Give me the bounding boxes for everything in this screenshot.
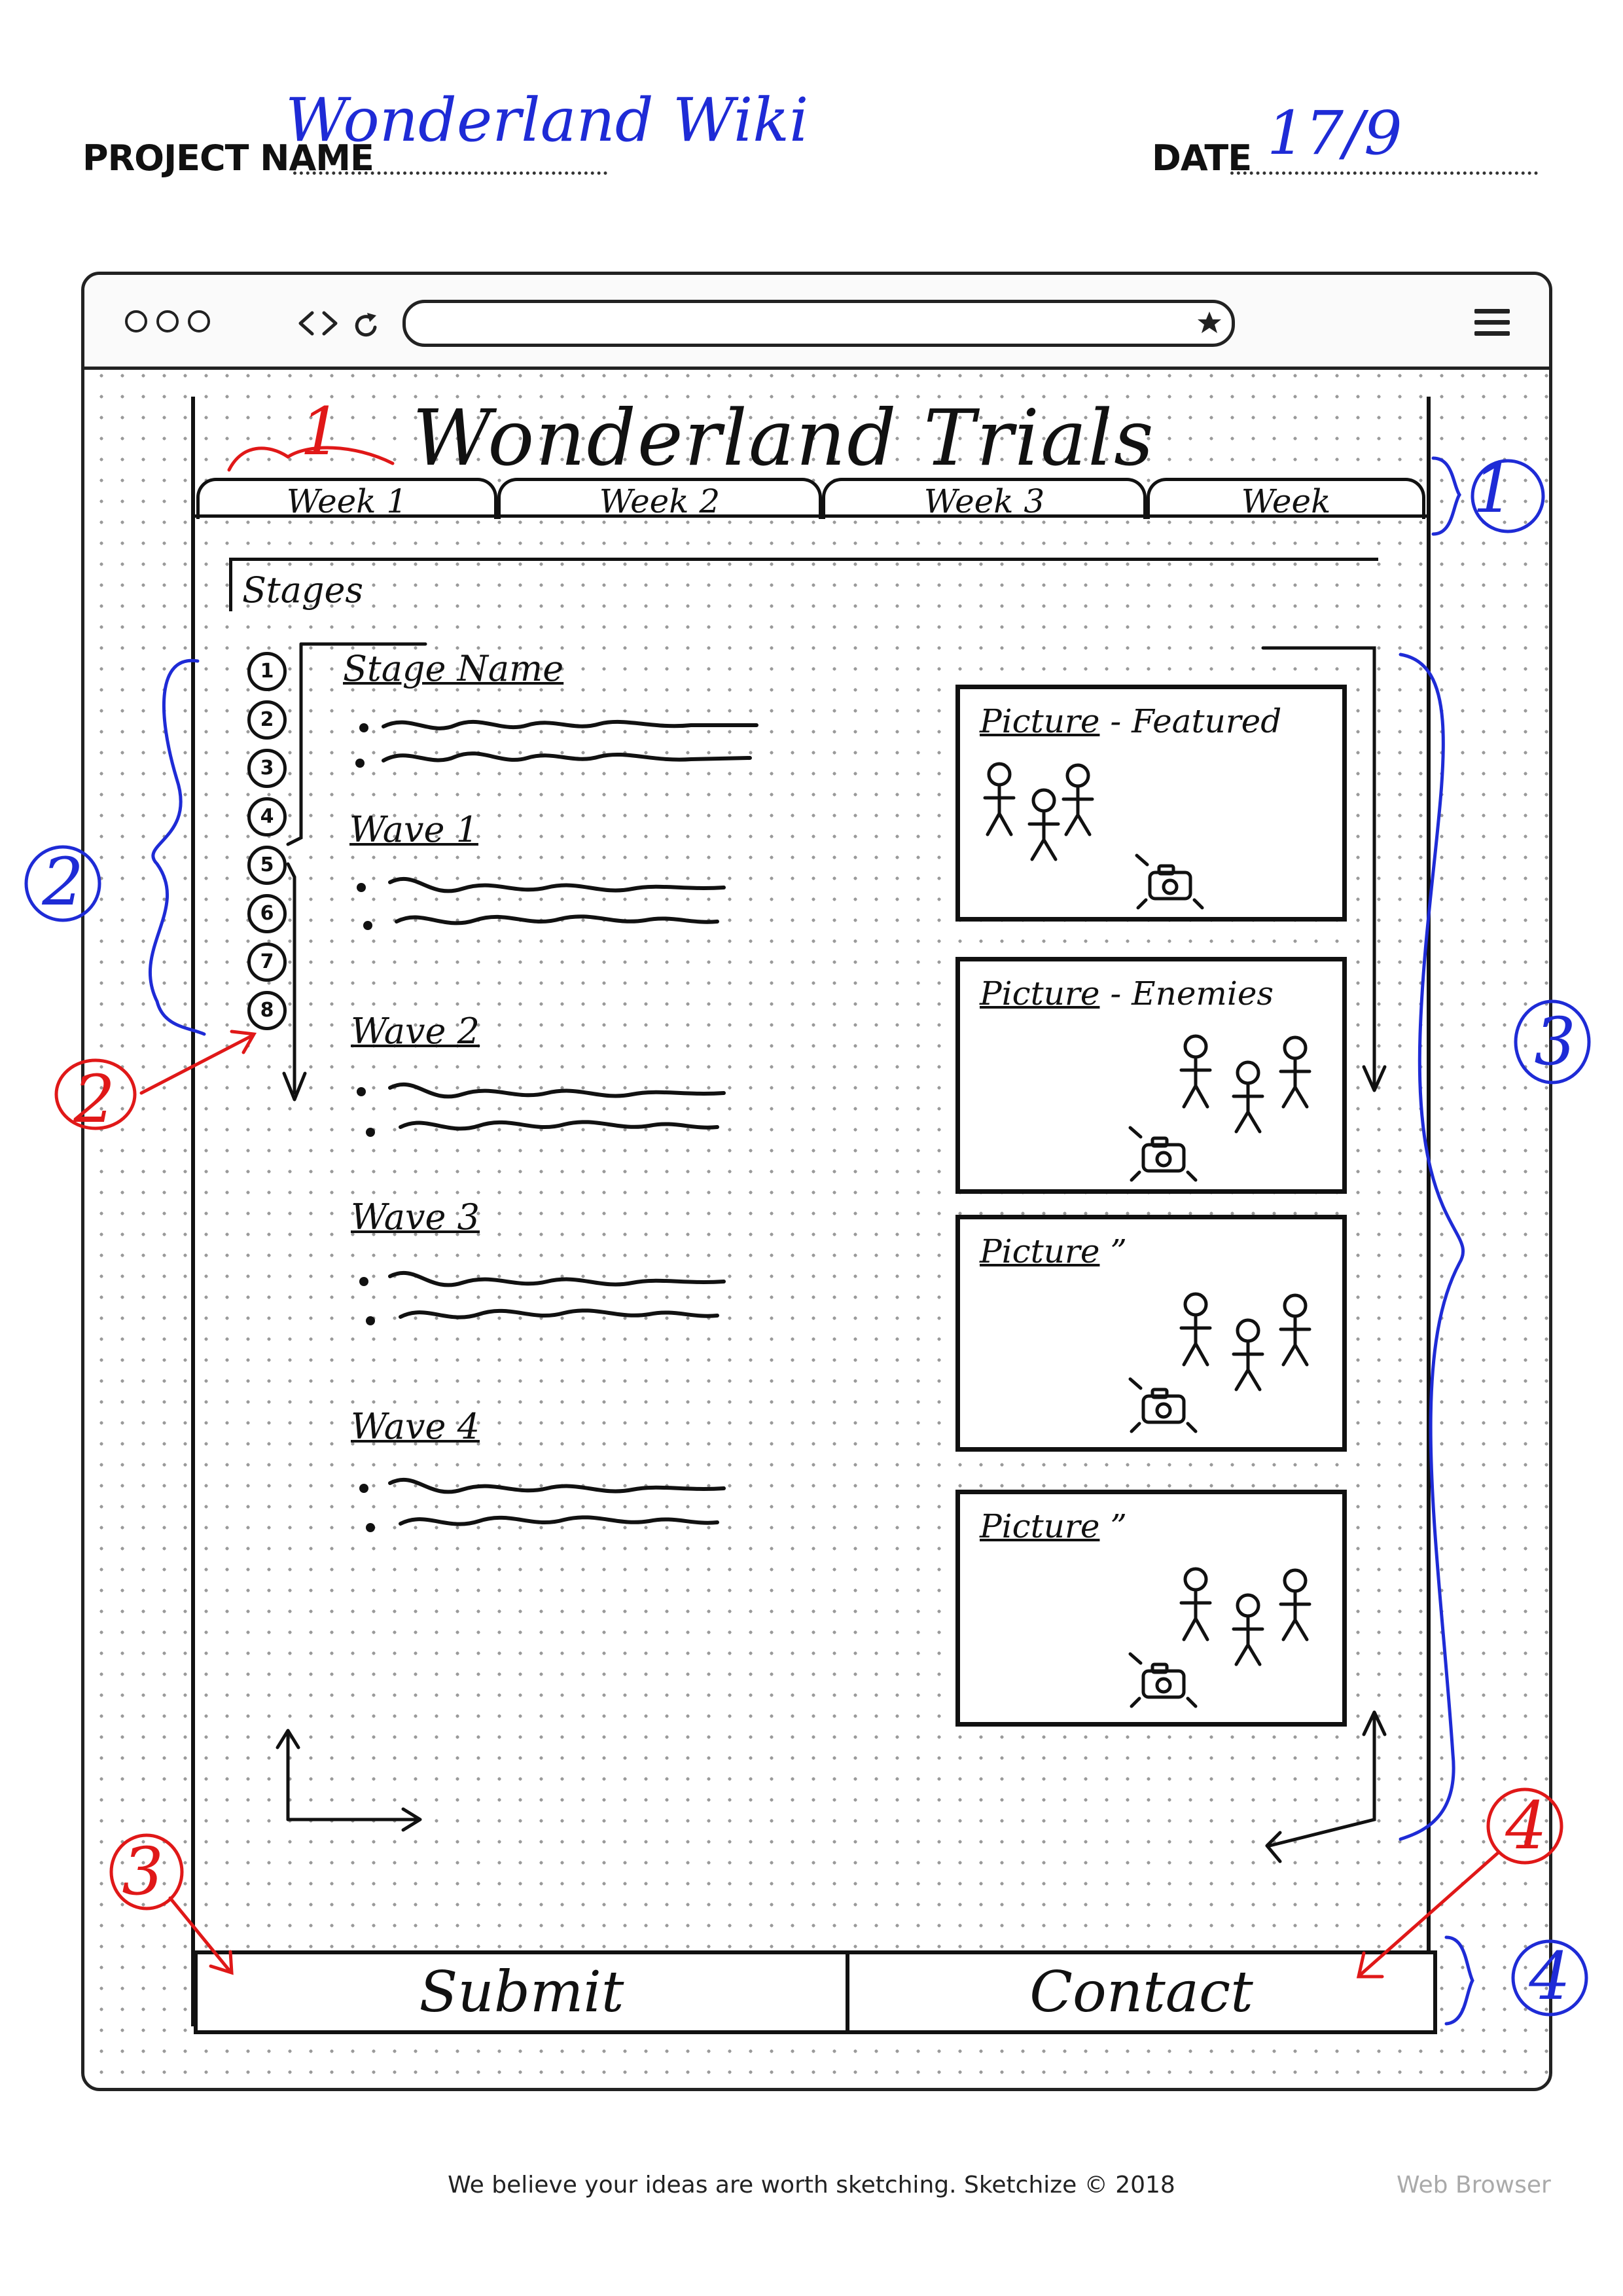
forward-icon[interactable] [322, 311, 338, 336]
annotation-red-4-arrow [1356, 1787, 1563, 1979]
scroll-corner-arrows-icon [276, 1729, 422, 1832]
page-title: Wonderland Trials [412, 393, 1155, 483]
date-line [1230, 171, 1538, 175]
annotation-blue-4-brace [1444, 1935, 1588, 2026]
date-value: 17/9 [1267, 98, 1402, 168]
star-icon[interactable] [1196, 310, 1222, 336]
picture-label-suffix: - Enemies [1110, 975, 1274, 1013]
stages-rule-tick [229, 558, 232, 611]
stage-number[interactable]: 4 [247, 797, 287, 836]
reload-icon[interactable] [355, 313, 377, 337]
picture-label-suffix: ” [1110, 1232, 1127, 1270]
browser-nav-icons [298, 311, 377, 337]
content-right-border [1427, 397, 1431, 2026]
stage-scroll-indicator [282, 642, 427, 1102]
stick-figures-group [1179, 1292, 1311, 1391]
stage-number[interactable]: 1 [247, 652, 287, 691]
back-icon[interactable] [298, 311, 314, 336]
submit-button[interactable]: Submit [419, 1960, 624, 2025]
wave-heading: Wave 4 [351, 1406, 480, 1447]
annotation-blue-4: 4 [1529, 1938, 1571, 2015]
annotation-red-4: 4 [1505, 1787, 1547, 1864]
stage-name-heading: Stage Name [343, 648, 564, 689]
picture-enemies[interactable]: Picture - Enemies [955, 957, 1347, 1194]
annotation-blue-2-brace [24, 658, 206, 1036]
annotation-red-2-arrow [54, 1030, 257, 1130]
picture-label: Picture - Enemies [980, 975, 1274, 1013]
hamburger-menu-icon[interactable] [1474, 309, 1510, 336]
annotation-red-3-arrow [109, 1833, 234, 1975]
address-bar[interactable] [402, 300, 1235, 347]
project-name-line [293, 171, 607, 175]
wave-heading: Wave 2 [351, 1011, 480, 1052]
footer-template-name: Web Browser [1397, 2172, 1551, 2198]
project-name-value: Wonderland Wiki [285, 85, 809, 155]
camera-icon [1128, 1377, 1198, 1433]
picture-featured[interactable]: Picture - Featured [955, 685, 1347, 922]
annotation-blue-2: 2 [42, 844, 84, 920]
footer-tagline: We believe your ideas are worth sketchin… [448, 2172, 1175, 2198]
picture-scroll-indicator [1261, 646, 1387, 1863]
window-dot-icon[interactable] [125, 310, 147, 332]
tab-week-3[interactable]: Week 3 [822, 478, 1147, 519]
camera-icon [1135, 853, 1204, 910]
wave-description-placeholder [359, 1477, 726, 1532]
picture-3[interactable]: Picture ” [955, 1215, 1347, 1452]
stage-number[interactable]: 2 [247, 700, 287, 740]
picture-label-suffix: ” [1110, 1507, 1127, 1545]
stick-figures-group [1179, 1034, 1311, 1134]
stage-number[interactable]: 7 [247, 942, 287, 982]
camera-icon [1128, 1126, 1198, 1182]
stage-number[interactable]: 5 [247, 846, 287, 885]
contact-button[interactable]: Contact [1029, 1960, 1253, 2025]
picture-label: Picture - Featured [980, 702, 1281, 740]
wave-description-placeholder [357, 1082, 726, 1137]
annotation-blue-3-brace [1399, 653, 1591, 1841]
annotation-red-1-brace [227, 446, 395, 472]
tab-bar-baseline [195, 514, 1427, 518]
camera-icon [1128, 1652, 1198, 1708]
tab-week-1[interactable]: Week 1 [196, 478, 497, 519]
tab-week-2[interactable]: Week 2 [497, 478, 822, 519]
annotation-blue-3: 3 [1534, 1003, 1576, 1080]
annotation-red-3: 3 [122, 1833, 164, 1910]
window-dot-icon[interactable] [156, 310, 179, 332]
wave-description-placeholder [357, 876, 726, 930]
window-dot-icon[interactable] [188, 310, 210, 332]
annotation-red-1: 1 [300, 393, 342, 470]
stick-figures-group [983, 762, 1094, 861]
bottom-button-bar: Submit Contact [194, 1950, 1437, 2034]
stage-number[interactable]: 8 [247, 991, 287, 1030]
stick-figures-group [1179, 1567, 1311, 1666]
button-divider [846, 1954, 849, 2030]
stages-rule [229, 558, 1378, 561]
wave-heading: Wave 1 [349, 809, 478, 850]
picture-label-suffix: - Featured [1110, 702, 1282, 740]
wave-description-placeholder [359, 1270, 726, 1325]
picture-4[interactable]: Picture ” [955, 1490, 1347, 1727]
stage-number[interactable]: 6 [247, 894, 287, 933]
picture-label-text: Picture [980, 975, 1100, 1013]
picture-label-text: Picture [980, 1232, 1100, 1270]
annotation-blue-1-brace [1431, 456, 1545, 536]
picture-label: Picture ” [980, 1507, 1127, 1545]
tab-week-4[interactable]: Week [1147, 478, 1425, 519]
content-left-border [191, 397, 195, 2026]
browser-toolbar [84, 275, 1549, 370]
picture-label: Picture ” [980, 1232, 1127, 1270]
wave-heading: Wave 3 [351, 1196, 480, 1238]
stage-description-placeholder [355, 719, 758, 768]
stages-label: Stages [242, 569, 364, 611]
picture-label-text: Picture [980, 702, 1100, 740]
picture-label-text: Picture [980, 1507, 1100, 1545]
stage-number[interactable]: 3 [247, 749, 287, 788]
